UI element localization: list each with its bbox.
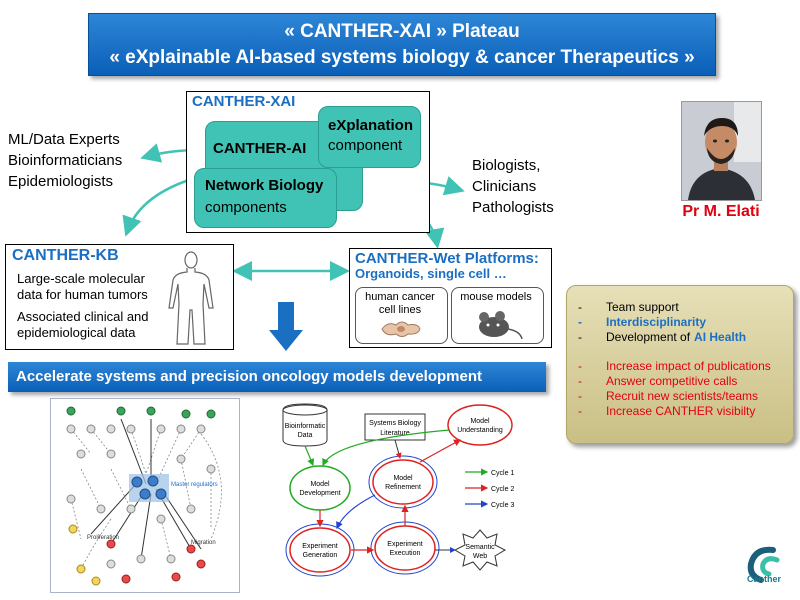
- web-line2: Web: [473, 553, 487, 560]
- wet-title: CANTHER-Wet Platforms:: [355, 250, 539, 267]
- cell-lines-line: human cancer: [365, 291, 435, 303]
- generation-line1: Experiment: [302, 543, 337, 550]
- banner-title: « CANTHER-XAI » Plateau: [284, 21, 520, 42]
- arrow-to-kb: [122, 176, 196, 237]
- role-biologists: Biologists,: [472, 157, 541, 174]
- understanding-line1: Model: [470, 418, 490, 425]
- network-figure: Master regulators Proliferation Migratio…: [50, 398, 240, 593]
- kb-box: [5, 244, 234, 350]
- human-body-icon: [168, 251, 214, 345]
- proliferation-label: Proliferation: [87, 535, 119, 541]
- bioinf-line1: Bioinformatic: [285, 423, 326, 430]
- team-item-text: Development of: [606, 330, 691, 344]
- role-epi: Epidemiologists: [8, 173, 114, 190]
- team-item-text: Recruit new scientists/teams: [606, 389, 759, 403]
- kb-line: epidemiological data: [17, 325, 136, 340]
- right-roles: Biologists, Clinicians Pathologists: [472, 155, 554, 218]
- team-item: - Increase impact of publications: [578, 359, 771, 374]
- master-label: Master regulators: [171, 482, 218, 488]
- mouse-models-label: mouse models: [460, 291, 532, 303]
- team-item-text: Answer competitive calls: [606, 374, 738, 388]
- ai-label: CANTHER-AI: [213, 140, 307, 157]
- refinement-line1: Model: [393, 475, 413, 482]
- bioinf-line2: Data: [298, 432, 313, 439]
- generation-line2: Generation: [303, 552, 338, 559]
- team-support-box: [566, 285, 794, 444]
- network-sub: components: [205, 199, 287, 216]
- role-clinicians: Clinicians: [472, 178, 537, 195]
- cell-icon: [381, 321, 421, 337]
- team-item-highlight: AI Health: [694, 330, 747, 344]
- cell-lines-label: human cancer cell lines: [357, 291, 443, 317]
- kb-line: Associated clinical and: [17, 309, 149, 324]
- cycle-diagram: Bioinformatic Data Systems Biology Liter…: [282, 403, 514, 577]
- cycle3-label: Cycle 3: [491, 502, 514, 509]
- accelerate-banner: Accelerate systems and precision oncolog…: [8, 362, 546, 392]
- team-item: - Development of AI Health: [578, 330, 771, 345]
- role-bioinf: Bioinformaticians: [8, 152, 123, 169]
- team-item: - Team support: [578, 300, 771, 315]
- canther-logo-icon: [747, 546, 780, 583]
- role-pathologists: Pathologists: [472, 199, 554, 216]
- development-line1: Model: [310, 481, 330, 488]
- bullet-dash: -: [578, 389, 582, 403]
- bullet-dash: -: [578, 330, 582, 344]
- team-item-text: Interdisciplinarity: [606, 315, 707, 329]
- execution-line1: Experiment: [387, 541, 422, 548]
- team-item-text: Team support: [606, 300, 679, 314]
- network-title: Network Biology: [205, 177, 324, 194]
- cycle-figure: Bioinformatic Data Systems Biology Liter…: [275, 400, 537, 591]
- kb-line: data for human tumors: [17, 287, 148, 302]
- bullet-dash: -: [578, 315, 582, 329]
- left-roles: ML/Data Experts Bioinformaticians Epidem…: [8, 129, 122, 192]
- execution-line2: Execution: [390, 550, 421, 557]
- refinement-line2: Refinement: [385, 484, 421, 491]
- kb-title: CANTHER-KB: [12, 247, 119, 264]
- migration-label: Migration: [191, 540, 216, 546]
- network-graph: Master regulators Proliferation Migratio…: [66, 406, 222, 586]
- bullet-dash: -: [578, 404, 582, 418]
- team-item: - Increase CANTHER visibilty: [578, 404, 771, 419]
- person-photo: [681, 101, 762, 201]
- explanation-sub: component: [328, 137, 403, 154]
- bullet-dash: -: [578, 300, 582, 314]
- mouse-icon: [479, 311, 523, 340]
- cycle2-label: Cycle 2: [491, 486, 514, 493]
- xai-title: CANTHER-XAI: [192, 93, 296, 110]
- web-line1: Semantic: [465, 544, 495, 551]
- person-name: Pr M. Elati: [682, 203, 760, 220]
- development-line2: Development: [299, 490, 340, 497]
- bullet-dash: -: [578, 359, 582, 373]
- team-item: - Interdisciplinarity: [578, 315, 771, 330]
- wet-subtitle: Organoids, single cell …: [355, 266, 507, 281]
- kb-line: Large-scale molecular: [17, 271, 145, 286]
- team-list: - Team support - Interdisciplinarity - Deve…: [578, 300, 771, 419]
- team-item: - Recruit new scientists/teams: [578, 389, 771, 404]
- kb-desc-1: Large-scale molecular data for human tum…: [17, 271, 148, 303]
- bullet-dash: -: [578, 374, 582, 388]
- lit-line2: Literature: [380, 430, 410, 437]
- team-item-text: Increase CANTHER visibilty: [606, 404, 756, 418]
- down-arrow-icon: [269, 302, 303, 351]
- team-item: - Answer competitive calls: [578, 374, 771, 389]
- title-banner: « CANTHER-XAI » Plateau « eXplainable AI…: [88, 13, 716, 76]
- understanding-line2: Understanding: [457, 427, 503, 434]
- banner-subtitle: « eXplainable AI-based systems biology &…: [109, 47, 695, 68]
- team-item-text: Increase impact of publications: [606, 359, 771, 373]
- cycle1-label: Cycle 1: [491, 470, 514, 477]
- explanation-title: eXplanation: [328, 117, 414, 134]
- kb-desc-2: Associated clinical and epidemiological …: [17, 309, 149, 341]
- logo-text: Canther: [746, 574, 781, 584]
- lit-line1: Systems Biology: [369, 420, 421, 427]
- role-ml: ML/Data Experts: [8, 131, 120, 148]
- explanation-box: [318, 106, 421, 168]
- cell-lines-line: cell lines: [378, 304, 422, 316]
- network-box: [194, 168, 337, 228]
